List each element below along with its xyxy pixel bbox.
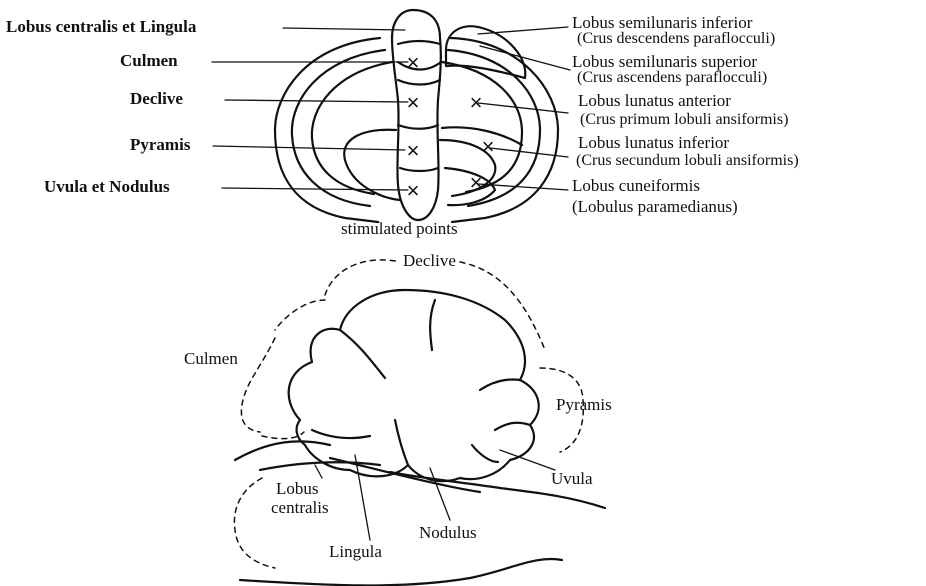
leader-side-nodulus <box>430 468 450 520</box>
side-label-culmen: Culmen <box>184 350 238 367</box>
centralis-region <box>234 478 275 568</box>
stimulated-point-marker: × <box>407 90 420 115</box>
stimulated-point-marker: × <box>482 134 495 159</box>
side-label-centralis: centralis <box>271 499 329 516</box>
leader-side-lobus <box>315 465 322 478</box>
vermis-fold-3 <box>398 80 440 85</box>
leader-pyramis <box>213 146 405 150</box>
side-label-uvula: Uvula <box>551 470 593 487</box>
label-lobulus-paramedianus: (Lobulus paramedianus) <box>572 198 738 215</box>
top-view-drawing <box>212 10 570 222</box>
leader-declive <box>225 100 408 102</box>
fissure-lobus <box>312 430 370 438</box>
culmen-region <box>241 300 325 432</box>
fissure-ventral <box>395 420 408 465</box>
fissure-pyramis <box>495 423 530 430</box>
cerebellum-outline <box>289 290 539 481</box>
vermis-fold-2 <box>398 62 441 70</box>
side-label-pyramis: Pyramis <box>556 396 612 413</box>
vermis-fold-5 <box>400 168 438 171</box>
side-label-lobus: Lobus <box>276 480 319 497</box>
side-label-lingula: Lingula <box>329 543 382 560</box>
stimulated-point-marker: × <box>470 170 483 195</box>
side-label-nodulus: Nodulus <box>419 524 477 541</box>
fissure-declive <box>430 300 435 350</box>
label-crus-descendens-paraflocculi: (Crus descendens paraflocculi) <box>577 31 775 47</box>
stimulated-point-marker: × <box>470 90 483 115</box>
fissure-uvula <box>472 445 498 462</box>
leader-cuneiformis <box>478 184 568 190</box>
vermis-fold-4 <box>398 125 438 129</box>
left-hemisphere-outer <box>275 38 380 222</box>
stimulated-point-marker: × <box>407 138 420 163</box>
label-lobus-semilunaris-inferior: Lobus semilunaris inferior <box>572 14 752 31</box>
fissure-primary <box>340 330 385 378</box>
label-declive: Declive <box>130 90 183 107</box>
leader-side-uvula <box>500 450 555 470</box>
fissure-posterior <box>480 379 520 390</box>
label-crus-primum-lobuli-ansiformis: (Crus primum lobuli ansiformis) <box>580 112 788 128</box>
label-crus-secundum-lobuli-ansiformis: (Crus secundum lobuli ansiformis) <box>576 153 799 169</box>
side-label-declive: Declive <box>403 252 456 269</box>
label-lobus-centralis-et-lingula: Lobus centralis et Lingula <box>6 18 196 35</box>
stimulated-point-marker: × <box>407 178 420 203</box>
leader-lobus-centralis <box>283 28 405 30</box>
caption-stimulated-points: stimulated points <box>341 220 458 237</box>
label-crus-ascendens-paraflocculi: (Crus ascendens paraflocculi) <box>577 70 767 86</box>
label-lobus-lunatus-anterior: Lobus lunatus anterior <box>578 92 731 109</box>
label-lobus-cuneiformis: Lobus cuneiformis <box>572 177 700 194</box>
label-pyramis: Pyramis <box>130 136 190 153</box>
vermis-fold-1 <box>398 41 440 44</box>
label-uvula-et-nodulus: Uvula et Nodulus <box>44 178 170 195</box>
label-lobus-semilunaris-superior: Lobus semilunaris superior <box>572 53 757 70</box>
label-culmen: Culmen <box>120 52 178 69</box>
brainstem-line-5 <box>240 559 562 585</box>
stimulated-point-marker: × <box>407 50 420 75</box>
leader-uvula-nodulus <box>222 188 408 190</box>
label-lobus-lunatus-inferior: Lobus lunatus inferior <box>578 134 729 151</box>
